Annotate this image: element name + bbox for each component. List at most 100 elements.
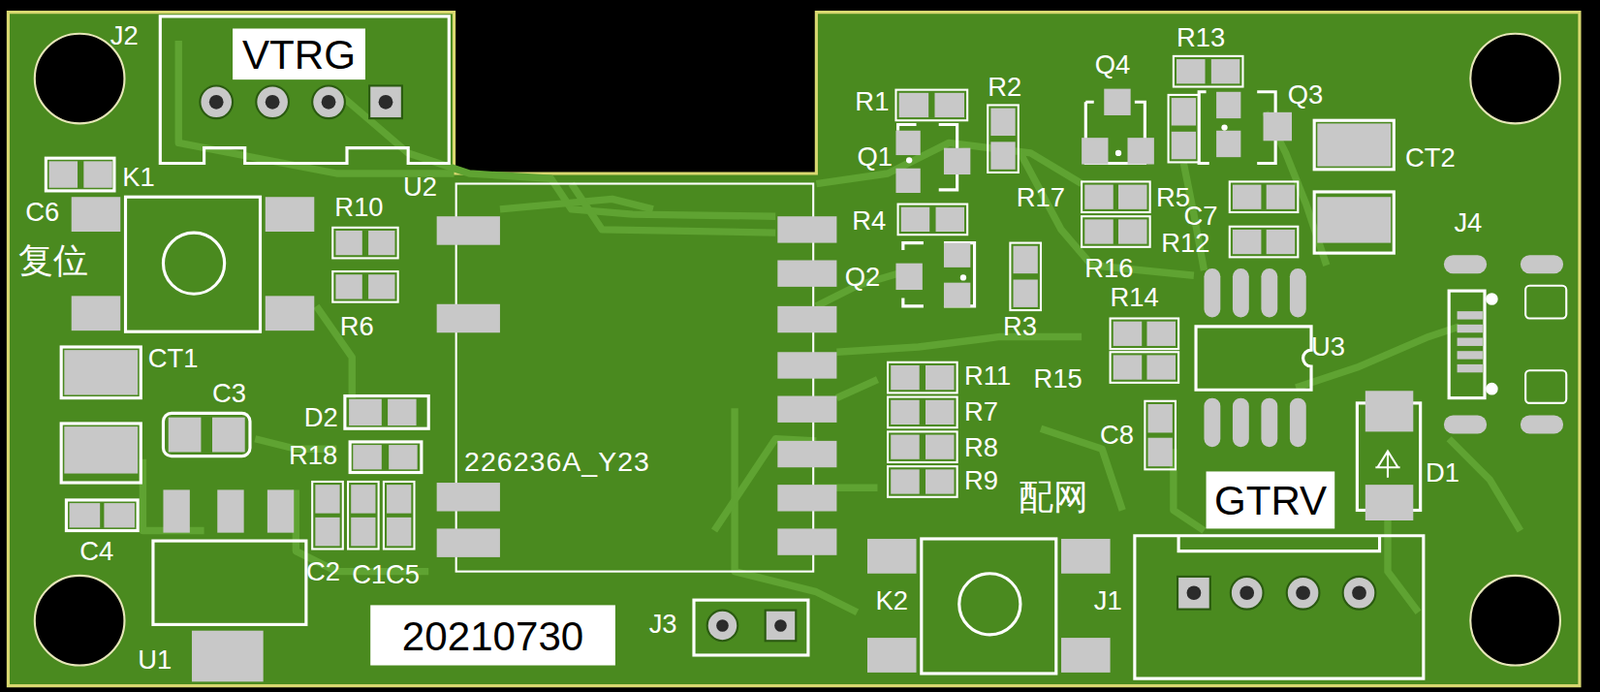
smd-pad: [1263, 112, 1292, 141]
smd-pad: [1118, 185, 1147, 210]
drill-hole: [378, 94, 394, 110]
reference-designator: Q3: [1287, 81, 1324, 108]
usb-shell: [1486, 293, 1498, 305]
reference-designator: C8: [1099, 421, 1134, 448]
resistor-outline: [1110, 318, 1180, 350]
silkscreen-label-box: 20210730: [370, 604, 616, 665]
copper-trace: [500, 198, 654, 210]
reference-designator: Q2: [845, 263, 881, 290]
smd-pad: [386, 484, 411, 513]
pin-pad: [1286, 576, 1320, 610]
resistor-outline: [1081, 216, 1151, 248]
reference-designator: R18: [288, 441, 338, 469]
smd-pad: [895, 130, 920, 156]
resistor-outline: [1110, 351, 1180, 383]
silkscreen-outline: [45, 157, 115, 191]
connector-j2: [159, 16, 449, 164]
silkscreen-label-box: VTRG: [232, 28, 366, 80]
drill-hole: [1351, 585, 1367, 600]
smd-pad: [1232, 268, 1250, 318]
resistor-outline: [312, 56, 1298, 550]
smd-pad: [1365, 484, 1413, 521]
resistor-outline: [1168, 94, 1200, 162]
smd-pad: [1203, 398, 1221, 448]
smd-pad: [1232, 185, 1261, 210]
smd-pad: [1457, 311, 1483, 319]
smd-pad: [777, 259, 837, 286]
smd-pad: [212, 417, 246, 453]
resistor-outline: [887, 397, 958, 429]
drill-hole: [774, 619, 787, 632]
reference-designator: R2: [987, 73, 1022, 100]
smd-pad: [1457, 324, 1483, 333]
smd-pad: [217, 489, 244, 533]
smd-pad: [437, 304, 501, 333]
smd-pad: [777, 528, 837, 555]
reference-designator: R6: [340, 313, 375, 340]
smd-pad: [63, 426, 138, 473]
reference-designator: 配网: [1018, 479, 1089, 515]
reference-designator: R1: [854, 88, 889, 115]
smd-pad: [925, 365, 954, 390]
reference-designator: J3: [649, 610, 678, 637]
reference-designator: 复位: [18, 243, 89, 279]
smd-pad: [777, 396, 837, 423]
resistor-outline: [312, 481, 344, 549]
drill-hole: [265, 94, 281, 110]
smd-pad: [350, 484, 376, 513]
smd-pad: [1457, 364, 1483, 373]
smd-pad: [1113, 321, 1142, 346]
smd-pad: [901, 207, 930, 232]
board-marking: VTRG: [242, 31, 356, 78]
pin1-dot: [1221, 124, 1227, 130]
resistor-outline: [895, 90, 968, 122]
resistor-outline: [347, 481, 379, 549]
silkscreen-outline: [1448, 290, 1485, 399]
mounting-hole: [1470, 33, 1561, 125]
copper-trace: [571, 184, 777, 234]
smd-pad: [777, 484, 837, 511]
reference-designator: R17: [1016, 184, 1066, 211]
drill-hole: [716, 619, 729, 632]
reference-designator: C6: [25, 198, 60, 225]
smd-pad: [162, 489, 189, 533]
silkscreen-outline: [1314, 191, 1394, 253]
smd-pad: [1317, 123, 1391, 166]
board-marking: GTRV: [1214, 476, 1327, 524]
silkscreen-outline: [921, 538, 1057, 674]
smd-pad: [1232, 398, 1250, 448]
silkscreen-outline: [345, 396, 429, 430]
smd-pad: [1084, 219, 1113, 244]
smd-pad: [1216, 92, 1241, 119]
smd-pad: [350, 517, 376, 546]
silkscreen-outline: [65, 500, 138, 532]
reference-designator: C2: [306, 558, 341, 585]
smd-pad: [1203, 268, 1221, 318]
smd-pad: [348, 399, 382, 426]
smd-pad: [1232, 229, 1261, 254]
pin1-dot: [906, 156, 912, 163]
smd-pad: [437, 482, 501, 511]
smd-pad: [777, 306, 837, 333]
smd-pad: [1317, 196, 1391, 243]
reference-designator: C7: [1183, 201, 1218, 228]
pin-pad: [765, 610, 797, 642]
silkscreen-outline: [125, 196, 261, 332]
reference-designator: Q1: [856, 142, 893, 169]
smd-pad: [925, 469, 954, 494]
smd-pad: [49, 59, 1565, 682]
resistor-outline: [332, 227, 398, 259]
smd-pad: [934, 93, 965, 118]
smd-pad: [352, 444, 381, 470]
diode-symbol: [1375, 450, 1400, 477]
pin-pad: [1177, 576, 1211, 610]
smd-pad: [83, 160, 112, 188]
pin1-dot: [1115, 150, 1122, 157]
drill-hole: [209, 94, 224, 110]
resistor-outline: [1009, 243, 1041, 311]
drill-hole: [1187, 585, 1202, 600]
reference-designator: CT2: [1405, 143, 1456, 170]
copper-trace: [836, 336, 1082, 352]
smd-pad: [1266, 185, 1295, 210]
usb-shell: [1525, 370, 1567, 404]
